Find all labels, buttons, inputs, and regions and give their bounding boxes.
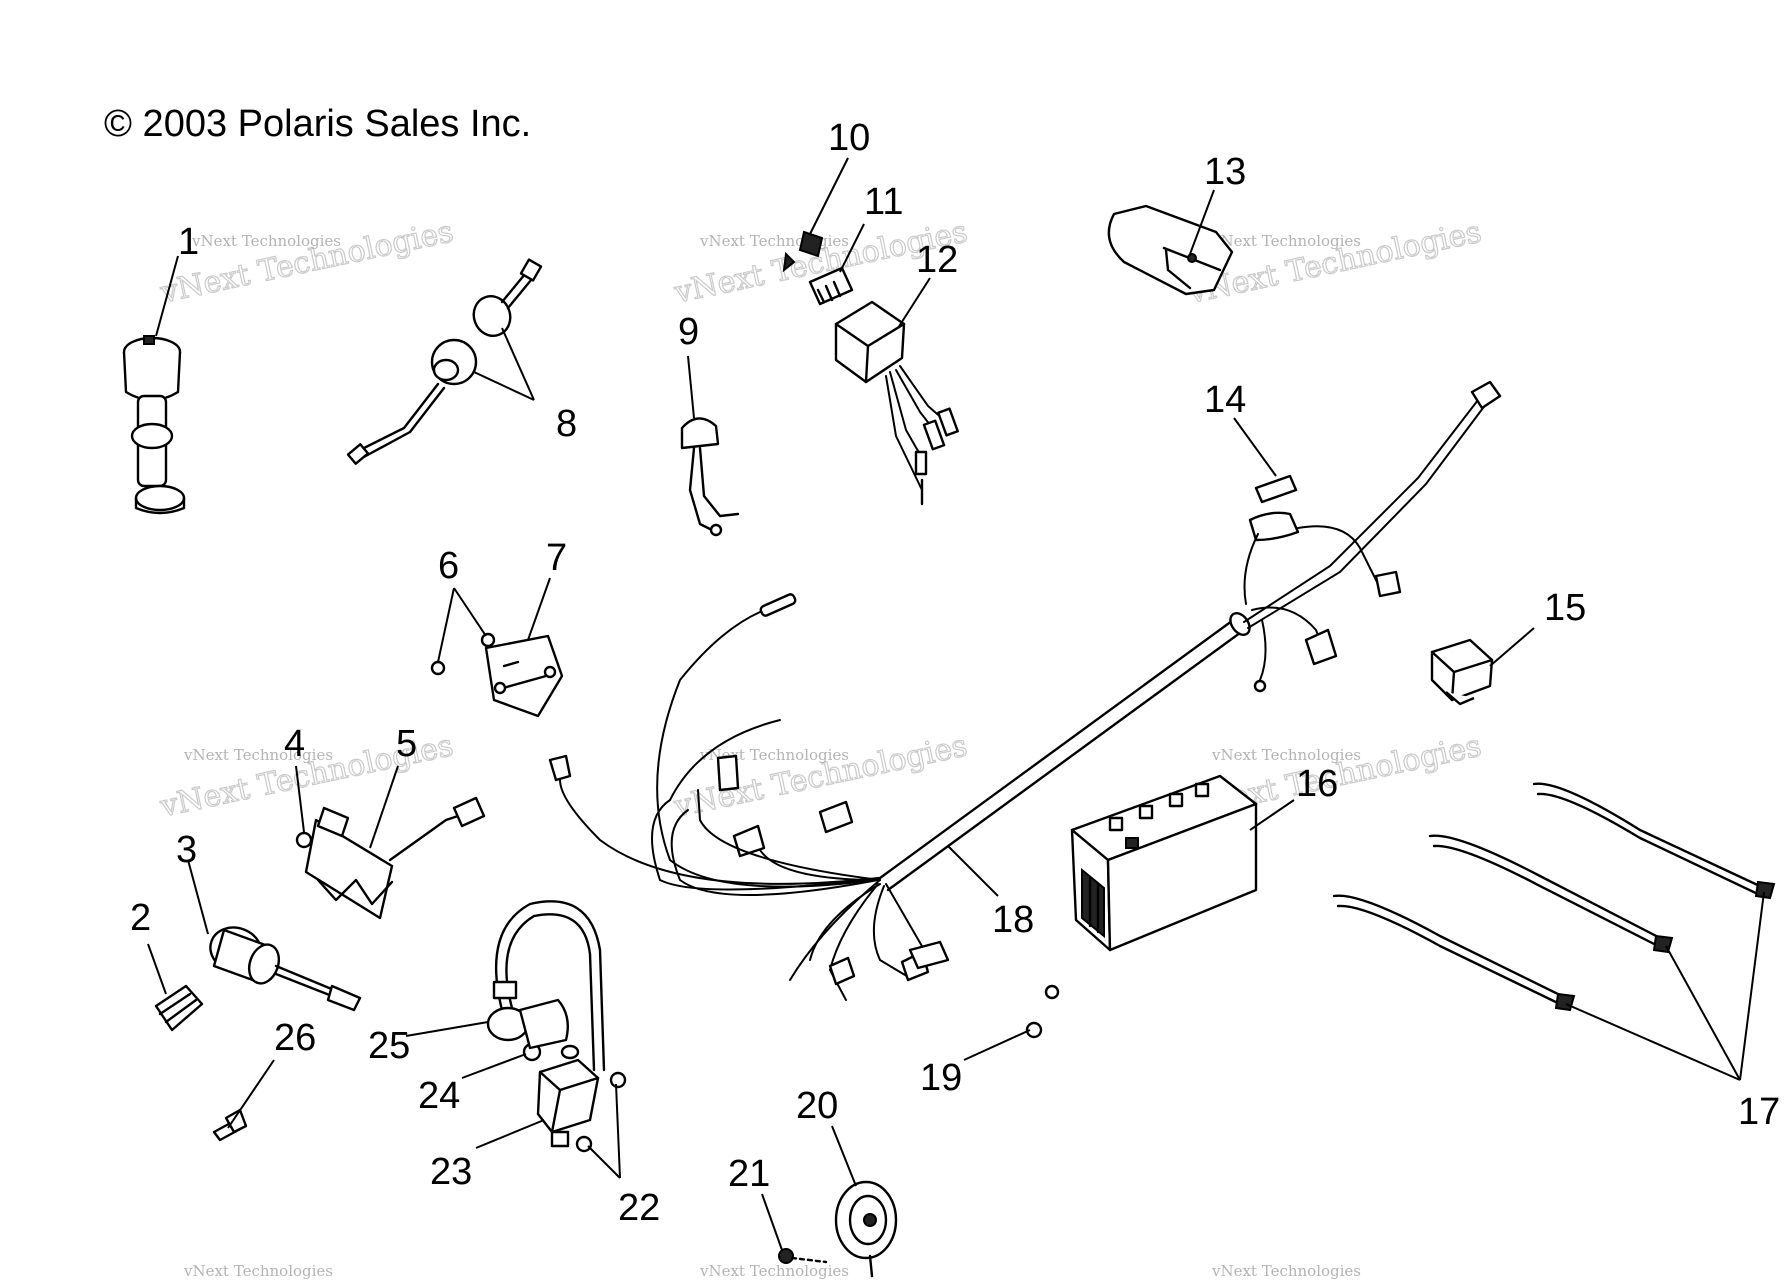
- svg-text:vNext Technologies: vNext Technologies: [183, 1262, 333, 1280]
- bolt-icon: [1025, 984, 1060, 1039]
- horn-icon: [834, 1180, 898, 1278]
- terminal-clip-icon: [154, 984, 204, 1032]
- callout-19: 19: [920, 1057, 962, 1099]
- socket-icon: [680, 417, 740, 537]
- callout-26: 26: [274, 1017, 316, 1059]
- fuse-holder-icon: [1107, 204, 1234, 296]
- screw-icon: [430, 632, 496, 676]
- cable-tie-icon: [1532, 782, 1776, 900]
- fuse-icon: [1254, 474, 1298, 504]
- callout-16: 16: [1296, 763, 1338, 805]
- connector-icon: [808, 266, 854, 306]
- ignition-switch-icon: [122, 335, 186, 515]
- screw-icon: [778, 1248, 828, 1264]
- callout-6: 6: [438, 545, 459, 587]
- callout-15: 15: [1544, 587, 1586, 629]
- callout-8: 8: [556, 403, 577, 445]
- callout-3: 3: [176, 829, 197, 871]
- watermark: vNext Technologies: [699, 1262, 849, 1280]
- leader-lines: [147, 157, 1765, 1251]
- bolt-icon: [575, 1071, 627, 1153]
- callout-7: 7: [546, 537, 567, 579]
- svg-text:vNext Technologies: vNext Technologies: [157, 214, 457, 310]
- callout-2: 2: [130, 897, 151, 939]
- svg-text:vNext Technologies: vNext Technologies: [183, 746, 333, 764]
- screw-icon: [295, 831, 313, 849]
- callout-23: 23: [430, 1151, 472, 1193]
- svg-text:vNext Technologies: vNext Technologies: [1211, 746, 1361, 764]
- svg-text:vNext Technologies: vNext Technologies: [1185, 215, 1485, 311]
- callout-18: 18: [992, 899, 1034, 941]
- relay-icon: [1430, 638, 1494, 706]
- svg-text:vNext Technologies: vNext Technologies: [1211, 1262, 1361, 1280]
- callout-11: 11: [864, 181, 903, 223]
- watermark: vNext Technologies: [183, 1262, 333, 1280]
- callout-14: 14: [1204, 379, 1246, 421]
- callout-17: 17: [1738, 1091, 1780, 1133]
- copyright-text: © 2003 Polaris Sales Inc.: [104, 103, 531, 145]
- cable-tie-icon: [1428, 834, 1674, 954]
- callout-5: 5: [396, 723, 417, 765]
- svg-text:vNext Technologies: vNext Technologies: [191, 232, 341, 250]
- ignition-coil-icon: [536, 1058, 600, 1148]
- watermark: vNext Technologies vNext Technologies: [156, 214, 457, 312]
- svg-text:vNext Technologies: vNext Technologies: [1211, 232, 1361, 250]
- callout-21: 21: [728, 1153, 770, 1195]
- watermark: vNext Technologies vNext Technologies: [1184, 214, 1485, 312]
- callout-12: 12: [916, 239, 958, 281]
- callout-9: 9: [678, 311, 699, 353]
- indicator-lamp-icon: [346, 258, 543, 465]
- clip-icon: [782, 230, 824, 273]
- callout-25: 25: [368, 1025, 410, 1067]
- watermark: vNext Technologies: [1211, 1262, 1361, 1280]
- callout-22: 22: [618, 1187, 660, 1229]
- starter-solenoid-icon: [209, 926, 362, 1012]
- callout-20: 20: [796, 1085, 838, 1127]
- key-icon: [212, 1108, 248, 1142]
- callout-13: 13: [1204, 151, 1246, 193]
- callout-labels: 1 2 3 4 5 6 7 8 9 10 11 12 13 14 15 16 1…: [130, 117, 1780, 1229]
- svg-text:vNext Technologies: vNext Technologies: [699, 232, 849, 250]
- cdi-module-icon: [834, 300, 959, 506]
- relay-box-icon: [484, 634, 564, 718]
- watermark: vNext Technologies vNext Technologies: [670, 728, 971, 826]
- svg-text:vNext Technologies: vNext Technologies: [699, 1262, 849, 1280]
- callout-10: 10: [828, 117, 870, 159]
- battery-icon: [1070, 774, 1258, 952]
- callout-4: 4: [284, 723, 305, 765]
- svg-text:vNext Technologies: vNext Technologies: [671, 728, 971, 824]
- spark-plug-cap-icon: [486, 900, 606, 1072]
- cable-tie-icon: [1332, 894, 1576, 1012]
- regulator-rectifier-icon: [304, 796, 486, 920]
- callout-1: 1: [178, 221, 199, 263]
- callout-24: 24: [418, 1075, 460, 1117]
